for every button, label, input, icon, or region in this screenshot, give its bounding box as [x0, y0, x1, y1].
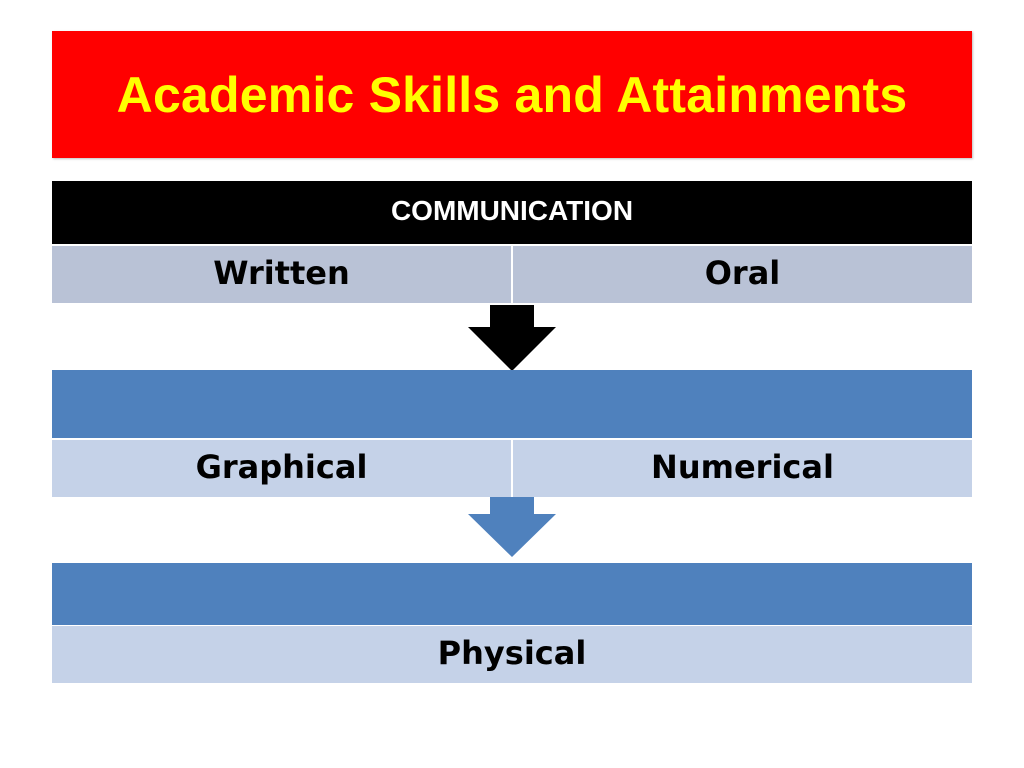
page-title: Academic Skills and Attainments: [116, 66, 908, 123]
down-arrow-icon: [468, 305, 556, 371]
cell-numerical-label: Numerical: [651, 448, 834, 486]
down-arrow-icon: [468, 497, 556, 557]
title-banner: Academic Skills and Attainments: [52, 31, 972, 158]
cell-numerical: Numerical: [513, 440, 972, 497]
cell-physical-label: Physical: [437, 634, 587, 672]
cell-physical: Physical: [52, 626, 972, 683]
cell-written: Written: [52, 246, 511, 303]
cell-graphical-label: Graphical: [195, 448, 368, 486]
section-3-bar: [52, 563, 972, 625]
cell-oral: Oral: [513, 246, 972, 303]
communication-header-label: COMMUNICATION: [390, 195, 634, 226]
cell-oral-label: Oral: [704, 254, 781, 292]
section-2-bar: [52, 370, 972, 438]
cell-graphical: Graphical: [52, 440, 511, 497]
communication-header: COMMUNICATION: [52, 181, 972, 244]
cell-written-label: Written: [213, 254, 350, 292]
